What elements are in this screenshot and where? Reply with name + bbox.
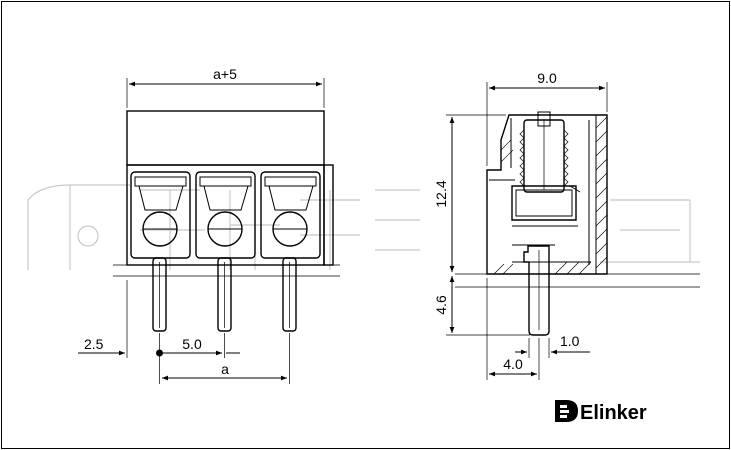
side-flange <box>323 164 334 266</box>
side-pin <box>523 245 550 336</box>
side-housing-outline <box>486 114 608 275</box>
side-view <box>455 111 700 336</box>
terminal-3 <box>260 171 321 259</box>
dim-pin-offset: 4.0 <box>486 278 540 380</box>
dim-pin-length: 4.6 <box>433 276 530 336</box>
pin-3 <box>282 257 297 332</box>
dim-depth: 9.0 <box>486 70 608 166</box>
brand-name: Elinker <box>580 402 647 424</box>
label-pin-offset: 4.0 <box>503 356 523 372</box>
wall-hatching <box>493 116 608 275</box>
front-view <box>113 110 340 332</box>
label-overall-width: a+5 <box>213 66 237 82</box>
label-depth: 9.0 <box>537 70 557 86</box>
housing-body <box>126 164 325 266</box>
label-body-height: 12.4 <box>433 180 449 207</box>
dim-edge-offset: 2.5 <box>78 280 128 358</box>
housing-top <box>126 110 325 166</box>
dim-pin-thickness: 1.0 <box>515 333 590 358</box>
watermark <box>27 184 700 270</box>
dim-overall-width: a+5 <box>126 66 325 108</box>
label-pitch: 5.0 <box>182 336 202 352</box>
label-pin-thickness: 1.0 <box>560 333 580 349</box>
pin-2 <box>217 257 232 332</box>
wire-clamp <box>511 185 577 221</box>
pin-1 <box>152 257 167 332</box>
dim-body-height: 12.4 <box>433 114 506 272</box>
screw-thread <box>519 129 525 187</box>
label-edge-offset: 2.5 <box>84 336 104 352</box>
terminal-1 <box>130 171 191 259</box>
dim-pitch-span: a <box>162 333 290 384</box>
dim-pitch: 5.0 <box>156 333 240 384</box>
label-pin-length: 4.6 <box>433 295 449 315</box>
elinker-logo-icon <box>555 400 578 422</box>
terminal-2 <box>195 171 256 259</box>
label-pitch-span: a <box>221 361 229 377</box>
brand-logo: Elinker <box>555 400 647 424</box>
